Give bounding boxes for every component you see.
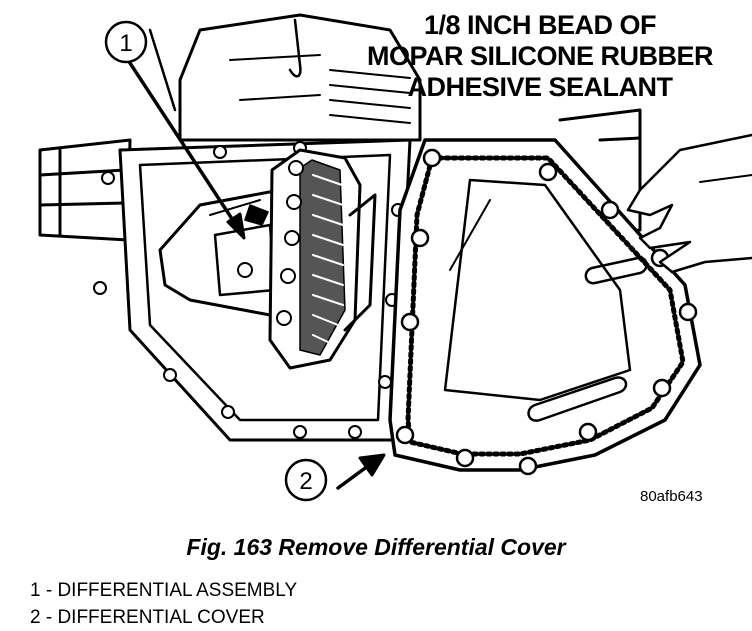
axle-tube — [38, 138, 132, 242]
sealant-callout-note: 1/8 INCH BEAD OF MOPAR SILICONE RUBBER A… — [330, 10, 750, 103]
housing-upper — [178, 13, 422, 142]
sealant-note-line-3: ADHESIVE SEALANT — [407, 72, 673, 102]
callout-2-leader — [336, 453, 386, 490]
callout-1-circle — [104, 20, 148, 64]
differential-cover — [388, 138, 702, 472]
legend-item-2: 2 - DIFFERENTIAL COVER — [30, 607, 265, 628]
callout-2-circle — [284, 458, 328, 502]
callout-1-number: 1 — [119, 30, 132, 57]
differential-assembly — [158, 188, 302, 317]
sealant-note-line-2: MOPAR SILICONE RUBBER — [366, 41, 714, 71]
callout-2-number: 2 — [299, 468, 312, 495]
callout-1-leader — [126, 58, 246, 240]
technician-hand — [626, 133, 752, 274]
differential-cover-illustration: 1 2 — [38, 13, 752, 502]
legend-item-1: 1 - DIFFERENTIAL ASSEMBLY — [30, 580, 298, 601]
sealant-note-line-1: 1/8 INCH BEAD OF — [423, 10, 657, 40]
figure-code: 80afb643 — [640, 488, 703, 505]
rear-bracket — [148, 18, 302, 112]
axle-shaft — [343, 193, 377, 332]
figure-caption: Fig. 163 Remove Differential Cover — [186, 534, 566, 560]
ring-gear — [268, 148, 362, 370]
cover-bolts — [395, 148, 698, 476]
legend: 1 - DIFFERENTIAL ASSEMBLY 2 - DIFFERENTI… — [30, 577, 297, 631]
